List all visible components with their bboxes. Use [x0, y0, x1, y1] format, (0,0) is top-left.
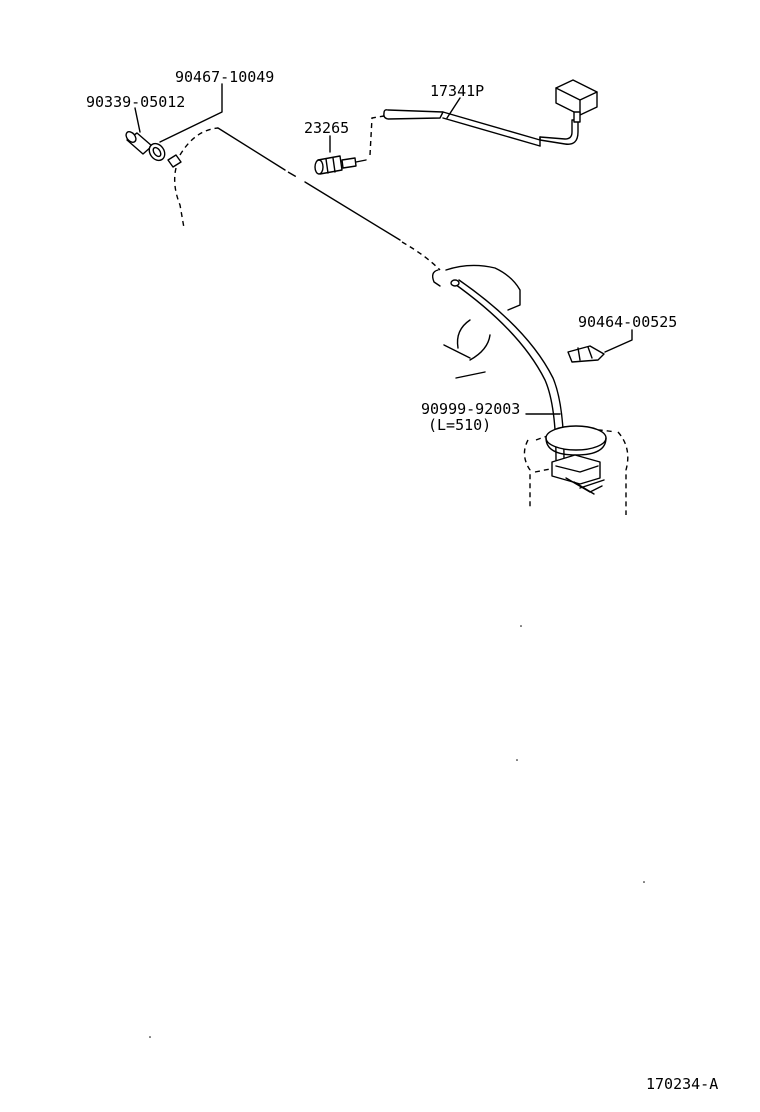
- label-connector-23265[interactable]: 23265: [304, 119, 349, 137]
- label-hose-90999-92003[interactable]: 90999-92003: [421, 400, 520, 418]
- label-clip-90464-00525[interactable]: 90464-00525: [578, 313, 677, 331]
- hook-end: [431, 269, 441, 287]
- main-line-seg2: [304, 181, 401, 241]
- leader-lines: [134, 83, 633, 415]
- hose-assembly-part: [383, 109, 579, 147]
- connector-part: [314, 155, 367, 175]
- canister-block: [555, 79, 598, 123]
- long-hose-part: [450, 279, 565, 461]
- main-line-gap: [287, 171, 301, 180]
- plug-part: [125, 131, 153, 155]
- pump-bracket: [551, 454, 605, 495]
- hidden-line-arc: [179, 127, 219, 156]
- main-line-seg1: [217, 127, 286, 171]
- hidden-line-left: [173, 167, 185, 229]
- label-hose-assembly-17341P[interactable]: 17341P: [430, 82, 484, 100]
- label-clamp-90467-10049[interactable]: 90467-10049: [175, 68, 274, 86]
- main-line-seg3: [401, 241, 441, 271]
- body-bracket: [443, 264, 521, 379]
- label-plug-90339-05012[interactable]: 90339-05012: [86, 93, 185, 111]
- label-hose-length: (L=510): [428, 416, 491, 434]
- hidden-line-connector: [369, 115, 385, 156]
- clamp-part: [148, 142, 166, 162]
- clip-part: [567, 345, 605, 363]
- figure-id: 170234-A: [646, 1075, 718, 1093]
- scan-specks: [149, 625, 645, 1038]
- stub-tube: [167, 154, 182, 168]
